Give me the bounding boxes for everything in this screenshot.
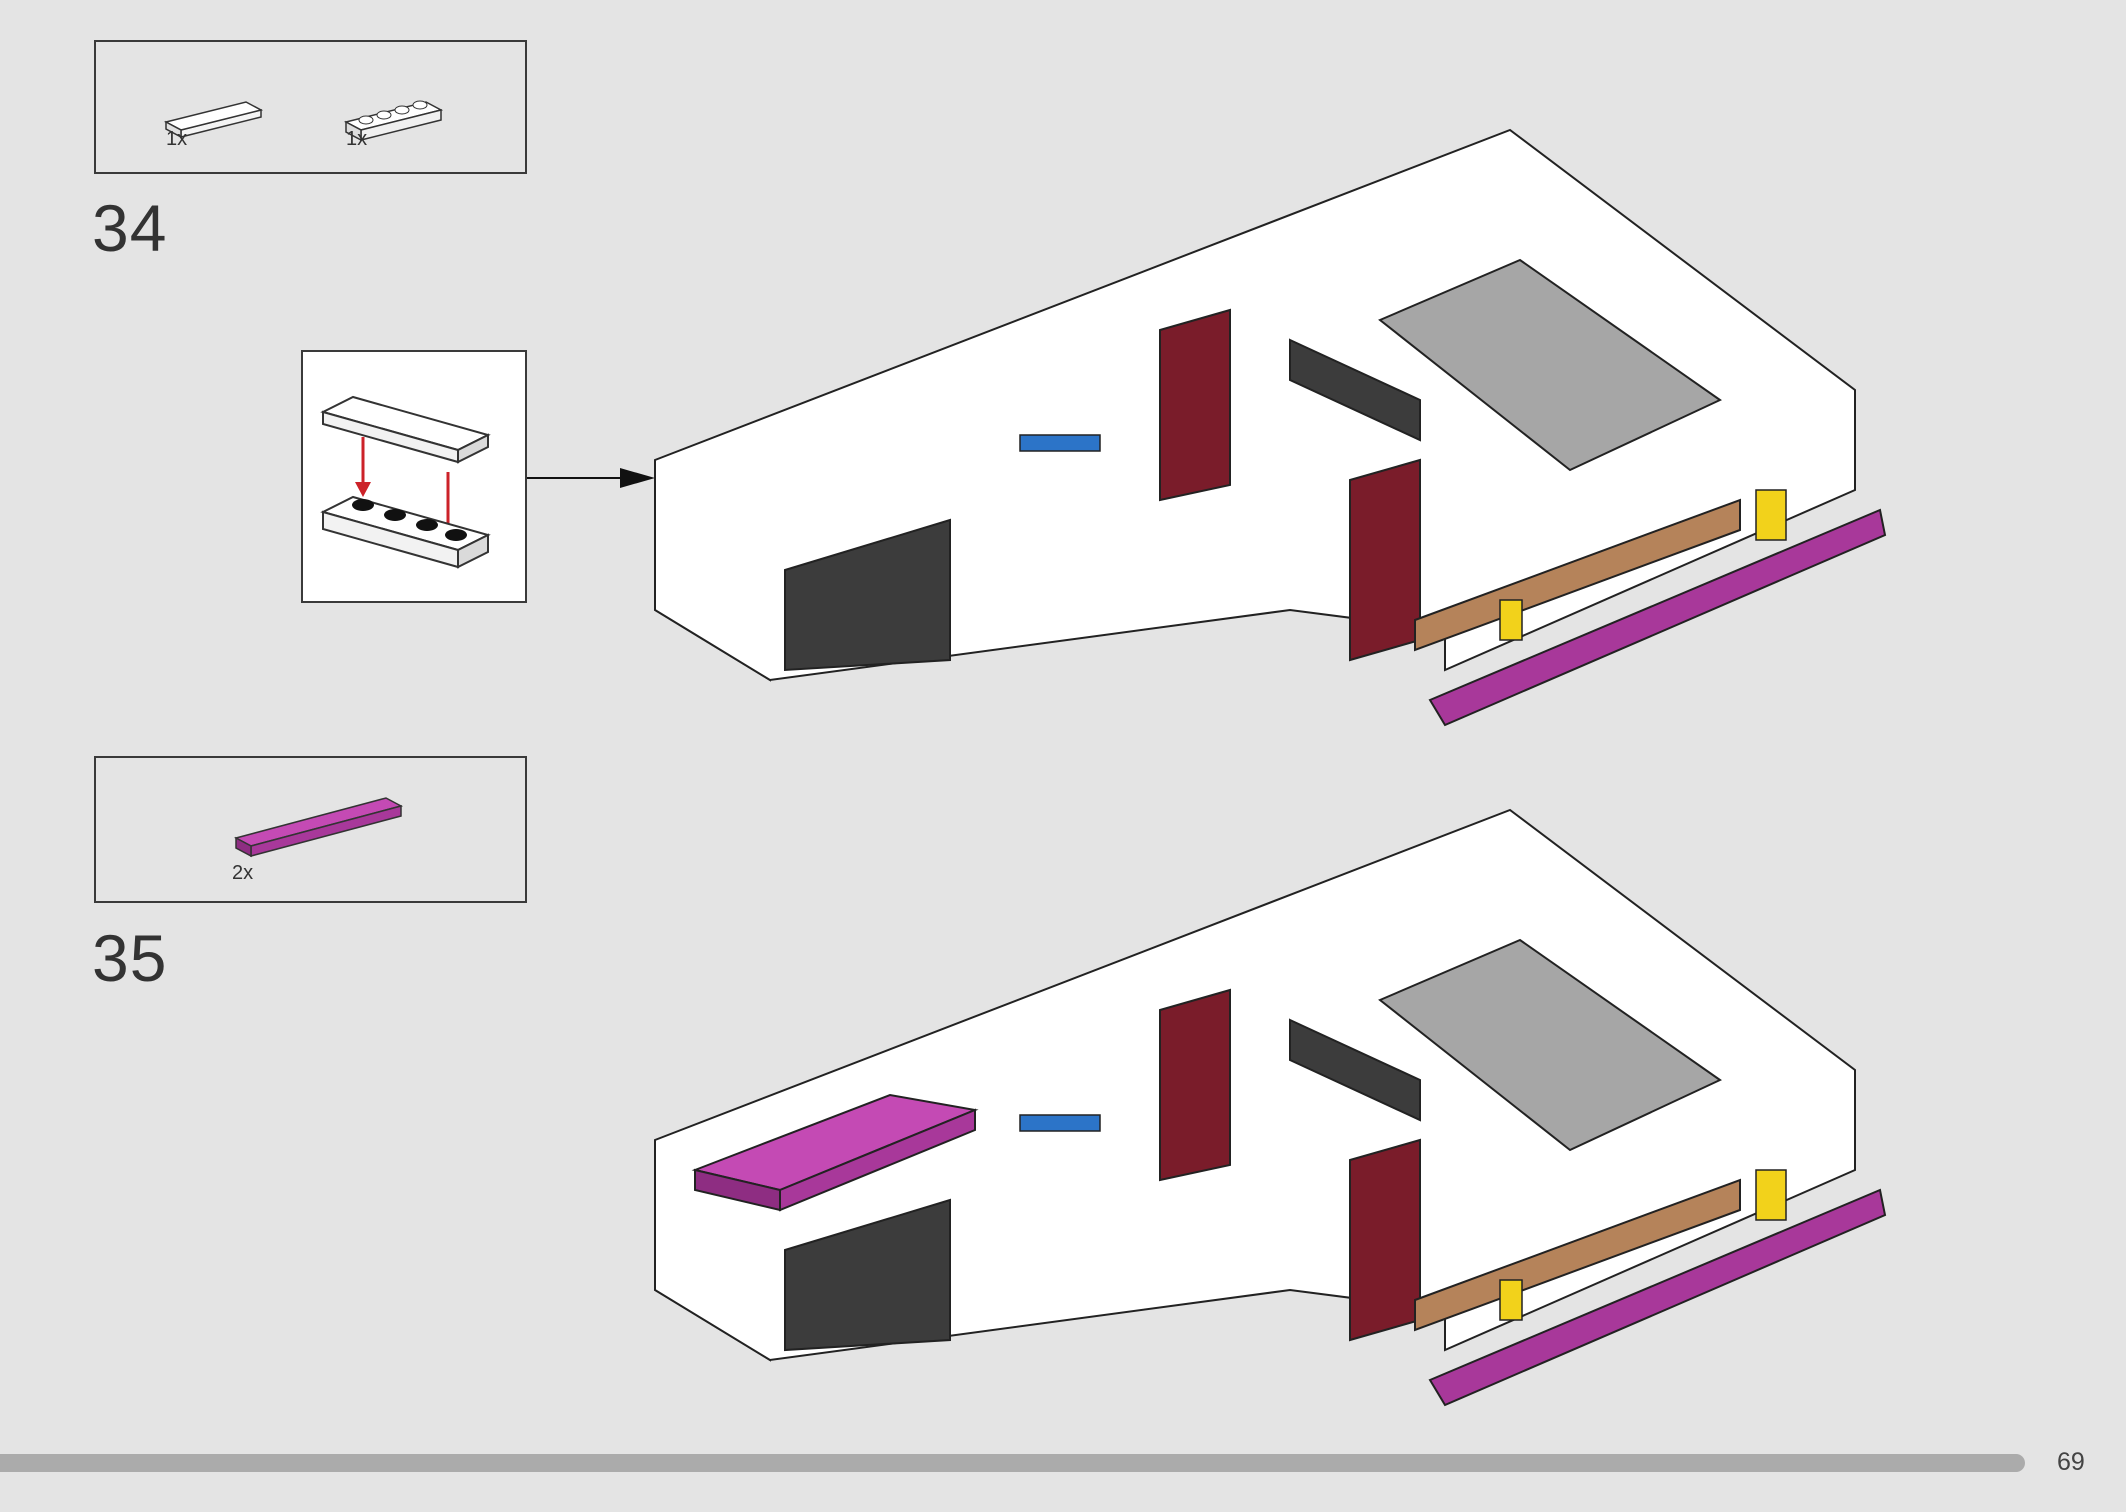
page-number: 69 (2057, 1448, 2085, 1476)
part-qty: 1x (166, 128, 188, 150)
part-qty: 1x (346, 128, 368, 150)
step-number-34: 34 (92, 191, 168, 265)
step-number-35: 35 (92, 921, 168, 995)
part-plate-1x4-white (343, 100, 444, 142)
step-34-parts-list: 1x 1x (94, 40, 527, 174)
part-tile-1x6-magenta (233, 797, 404, 858)
part-qty: 2x (232, 862, 254, 884)
page-progress-bar (0, 1454, 2025, 1472)
sub-assembly-callout (301, 350, 527, 603)
part-tile-1x4-white (163, 101, 264, 139)
sub-assembly-diagram (320, 395, 491, 569)
step-35-parts-list: 2x (94, 756, 527, 903)
